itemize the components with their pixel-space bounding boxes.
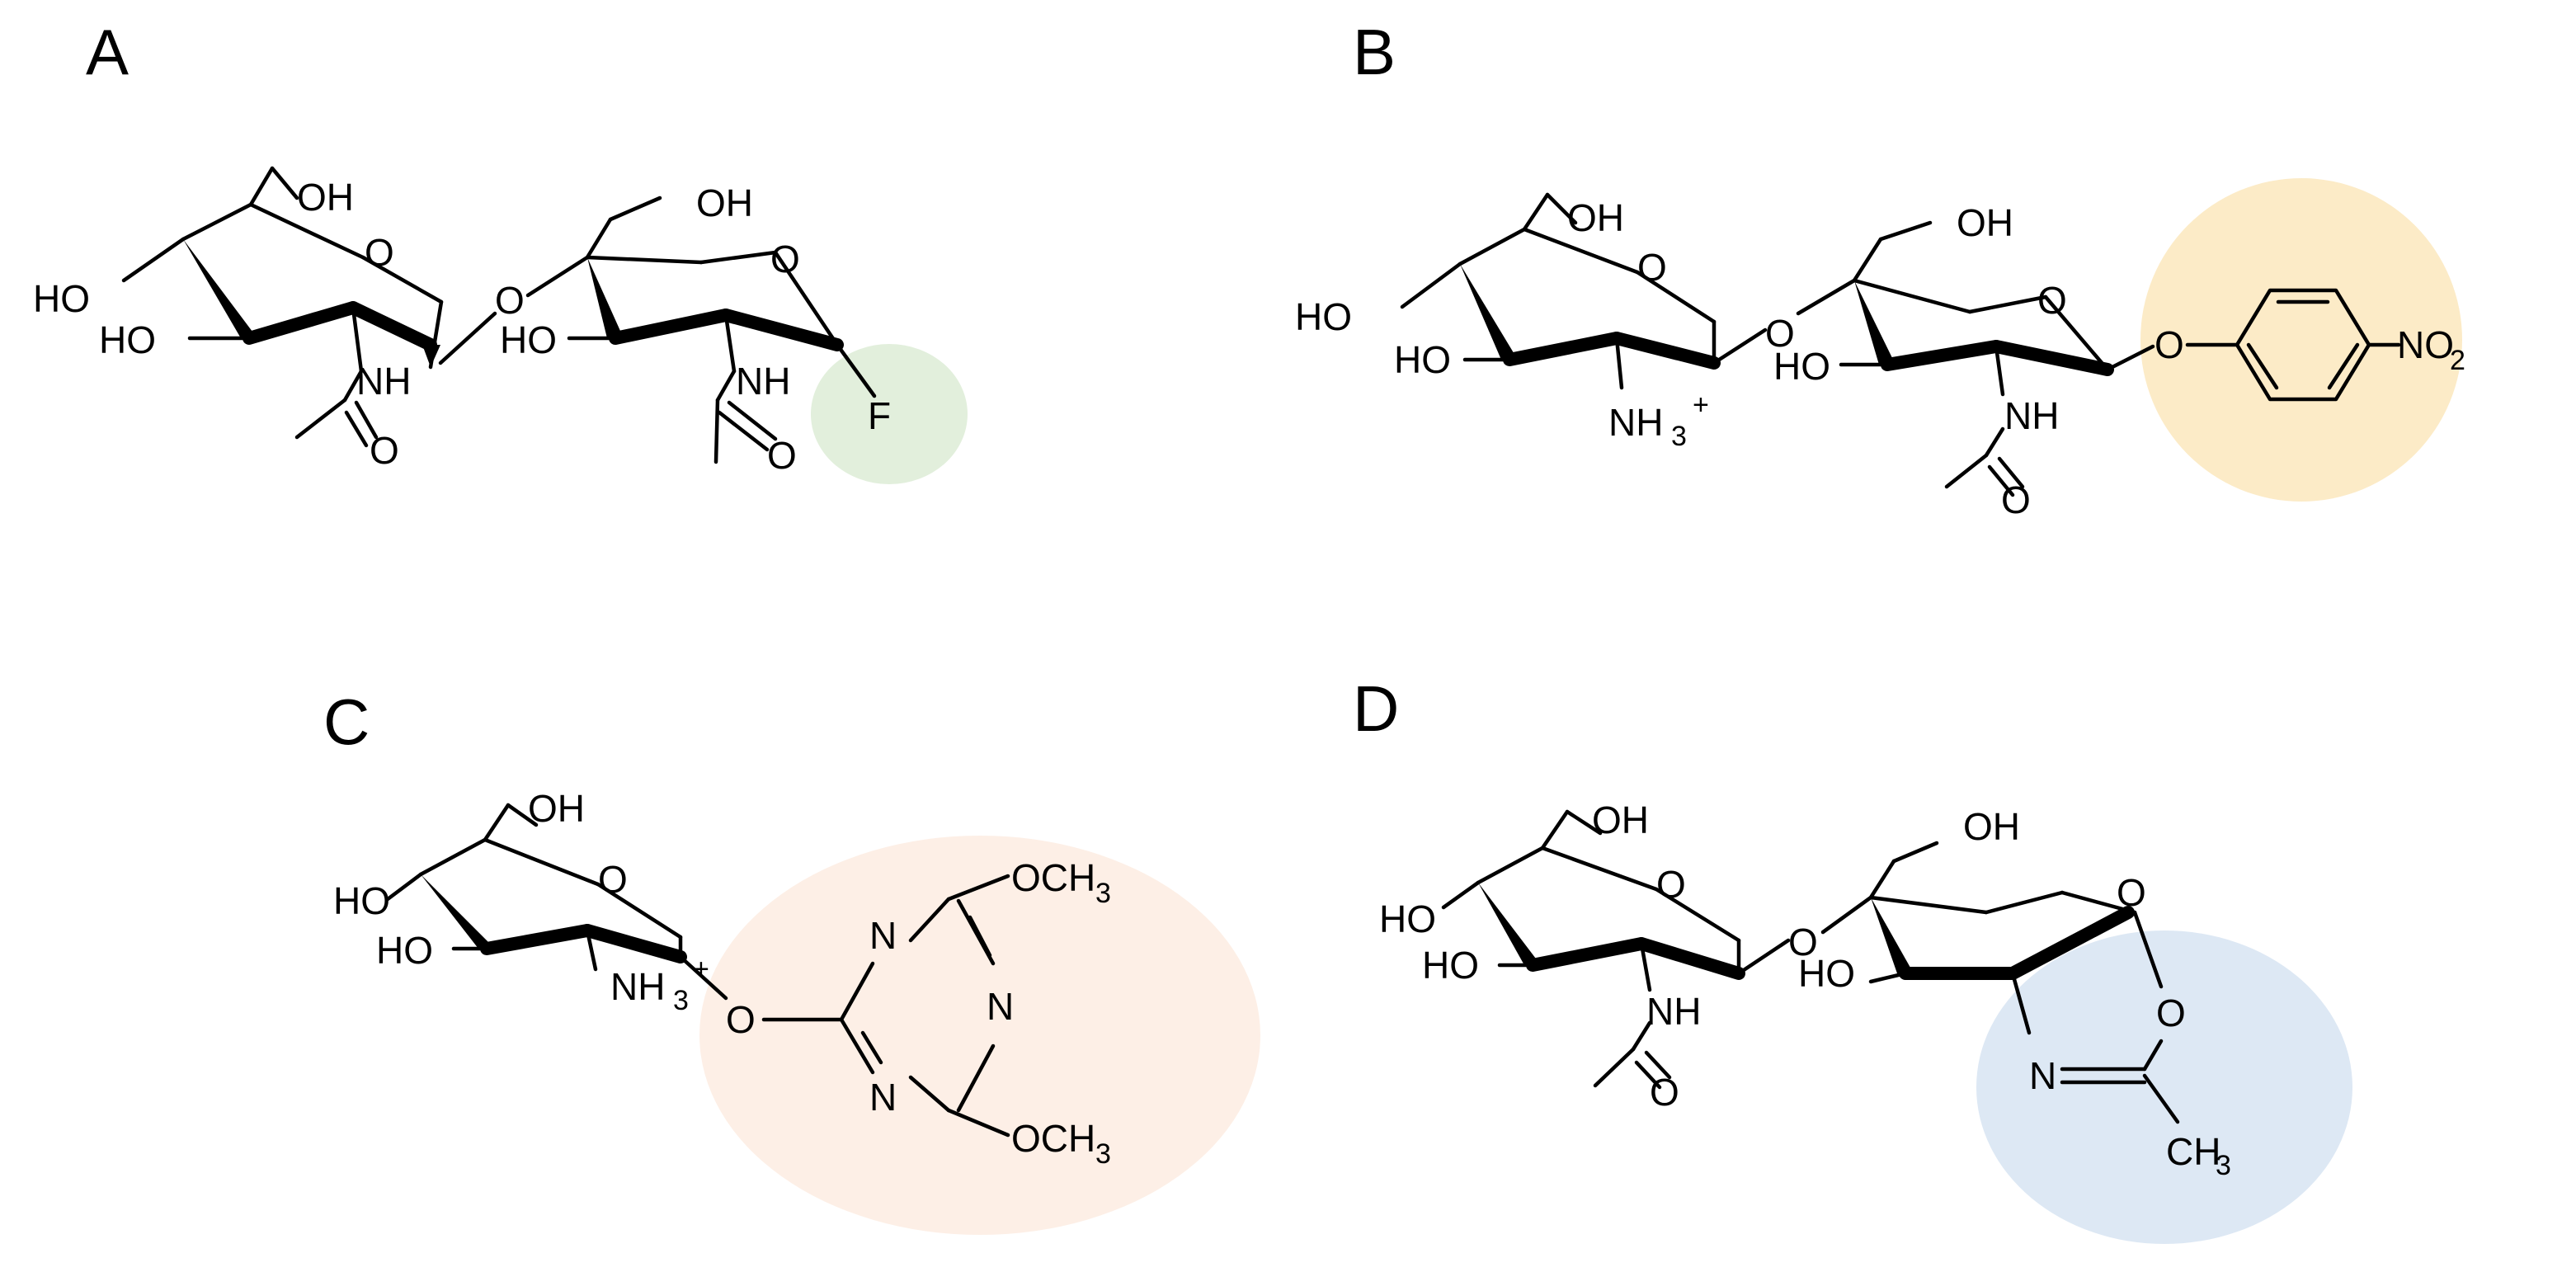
atom: O — [1656, 863, 1686, 906]
atom: + — [1693, 389, 1709, 421]
atom: HO — [1798, 952, 1855, 995]
atom: O — [2001, 478, 2031, 521]
atom: OH — [1567, 196, 1624, 239]
atom: OH — [696, 181, 753, 224]
panel-d: D OH HO O HO NH O O — [1353, 672, 2352, 1244]
panel-a: A OH HO O HO NH O — [33, 16, 968, 484]
atom: F — [868, 394, 891, 437]
atom: 3 — [1671, 421, 1687, 452]
atom: HO — [1773, 345, 1830, 388]
atom: O — [2155, 323, 2184, 366]
atom: O — [2156, 992, 2186, 1034]
atom: HO — [1295, 295, 1352, 338]
atom: OCH — [1011, 1117, 1095, 1160]
atom: 2 — [2450, 345, 2465, 376]
atom: HO — [99, 318, 156, 361]
atom: HO — [1379, 897, 1436, 940]
atom: 3 — [673, 985, 689, 1016]
panel-a-highlight — [811, 344, 968, 484]
atom: 3 — [1095, 1138, 1111, 1170]
atom: OH — [528, 787, 585, 830]
atom: N — [2029, 1054, 2056, 1097]
panel-b-label: B — [1353, 16, 1396, 88]
panel-c: C OH HO O HO NH 3 + O N — [323, 685, 1260, 1235]
atom: NH — [736, 360, 790, 403]
panel-b: B OH HO O HO NH 3 + — [1295, 16, 2465, 521]
atom: O — [767, 434, 797, 477]
atom: 3 — [2216, 1150, 2231, 1181]
atom: O — [726, 998, 756, 1041]
atom: N — [869, 914, 897, 957]
atom: O — [1765, 312, 1795, 355]
atom: O — [770, 238, 800, 280]
atom: OH — [1957, 201, 2013, 244]
atom: OH — [1963, 805, 2020, 848]
atom: 3 — [1095, 878, 1111, 909]
atom: CH — [2166, 1130, 2220, 1173]
atom: HO — [500, 318, 557, 361]
panel-c-label: C — [323, 685, 370, 758]
atom: NH — [610, 965, 665, 1008]
atom: O — [365, 231, 394, 274]
atom: N — [987, 985, 1014, 1028]
atom: NH — [2004, 394, 2059, 437]
atom: OCH — [1011, 856, 1095, 899]
panel-d-highlight — [1976, 930, 2352, 1244]
atom: O — [1637, 246, 1667, 289]
atom: + — [693, 954, 709, 985]
atom: O — [1788, 921, 1818, 963]
atom: O — [370, 429, 399, 472]
atom: OH — [1592, 799, 1649, 841]
atom: O — [495, 279, 525, 322]
atom: HO — [333, 879, 390, 922]
panel-c-highlight — [699, 836, 1260, 1235]
atom: O — [1650, 1071, 1679, 1114]
atom: N — [869, 1076, 897, 1119]
atom: NH — [1646, 990, 1701, 1033]
atom: NH — [1608, 401, 1663, 444]
atom: HO — [376, 929, 433, 972]
panel-a-label: A — [86, 16, 129, 88]
atom: O — [598, 858, 628, 901]
atom: HO — [33, 277, 90, 320]
atom: HO — [1422, 944, 1479, 987]
atom: O — [2037, 279, 2067, 322]
panel-b-highlight — [2140, 178, 2462, 502]
atom: O — [2117, 871, 2146, 914]
atom: NH — [356, 360, 411, 403]
atom: OH — [297, 176, 354, 219]
atom: NO — [2397, 323, 2454, 366]
atom: HO — [1394, 338, 1451, 381]
panel-d-label: D — [1353, 672, 1399, 745]
